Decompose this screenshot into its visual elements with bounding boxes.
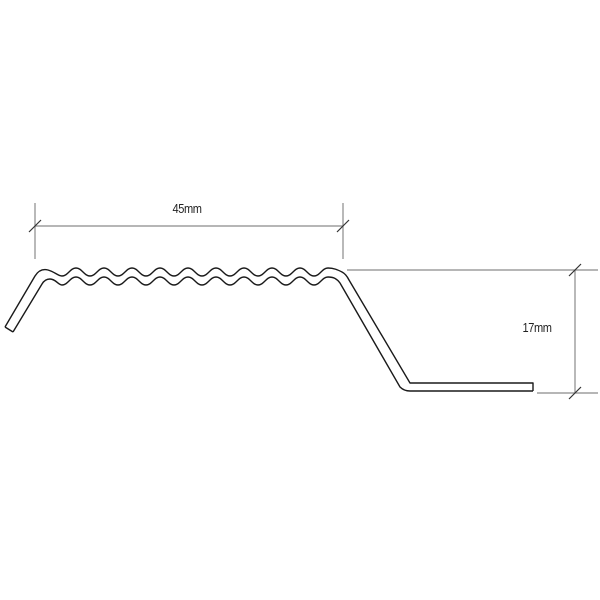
left-leg-end-cap — [4, 326, 14, 333]
height-dimension — [347, 263, 598, 400]
left-tick — [28, 219, 42, 233]
right-tick — [336, 219, 350, 233]
height-dimension-label: 17mm — [522, 320, 552, 335]
width-dimension-label: 45mm — [172, 201, 202, 216]
bottom-tick — [568, 386, 582, 400]
profile-outline — [4, 267, 534, 392]
width-dimension — [28, 203, 350, 259]
top-tick — [568, 263, 582, 277]
profile-inner-edge — [12, 276, 533, 392]
profile-outer-edge — [4, 267, 534, 391]
